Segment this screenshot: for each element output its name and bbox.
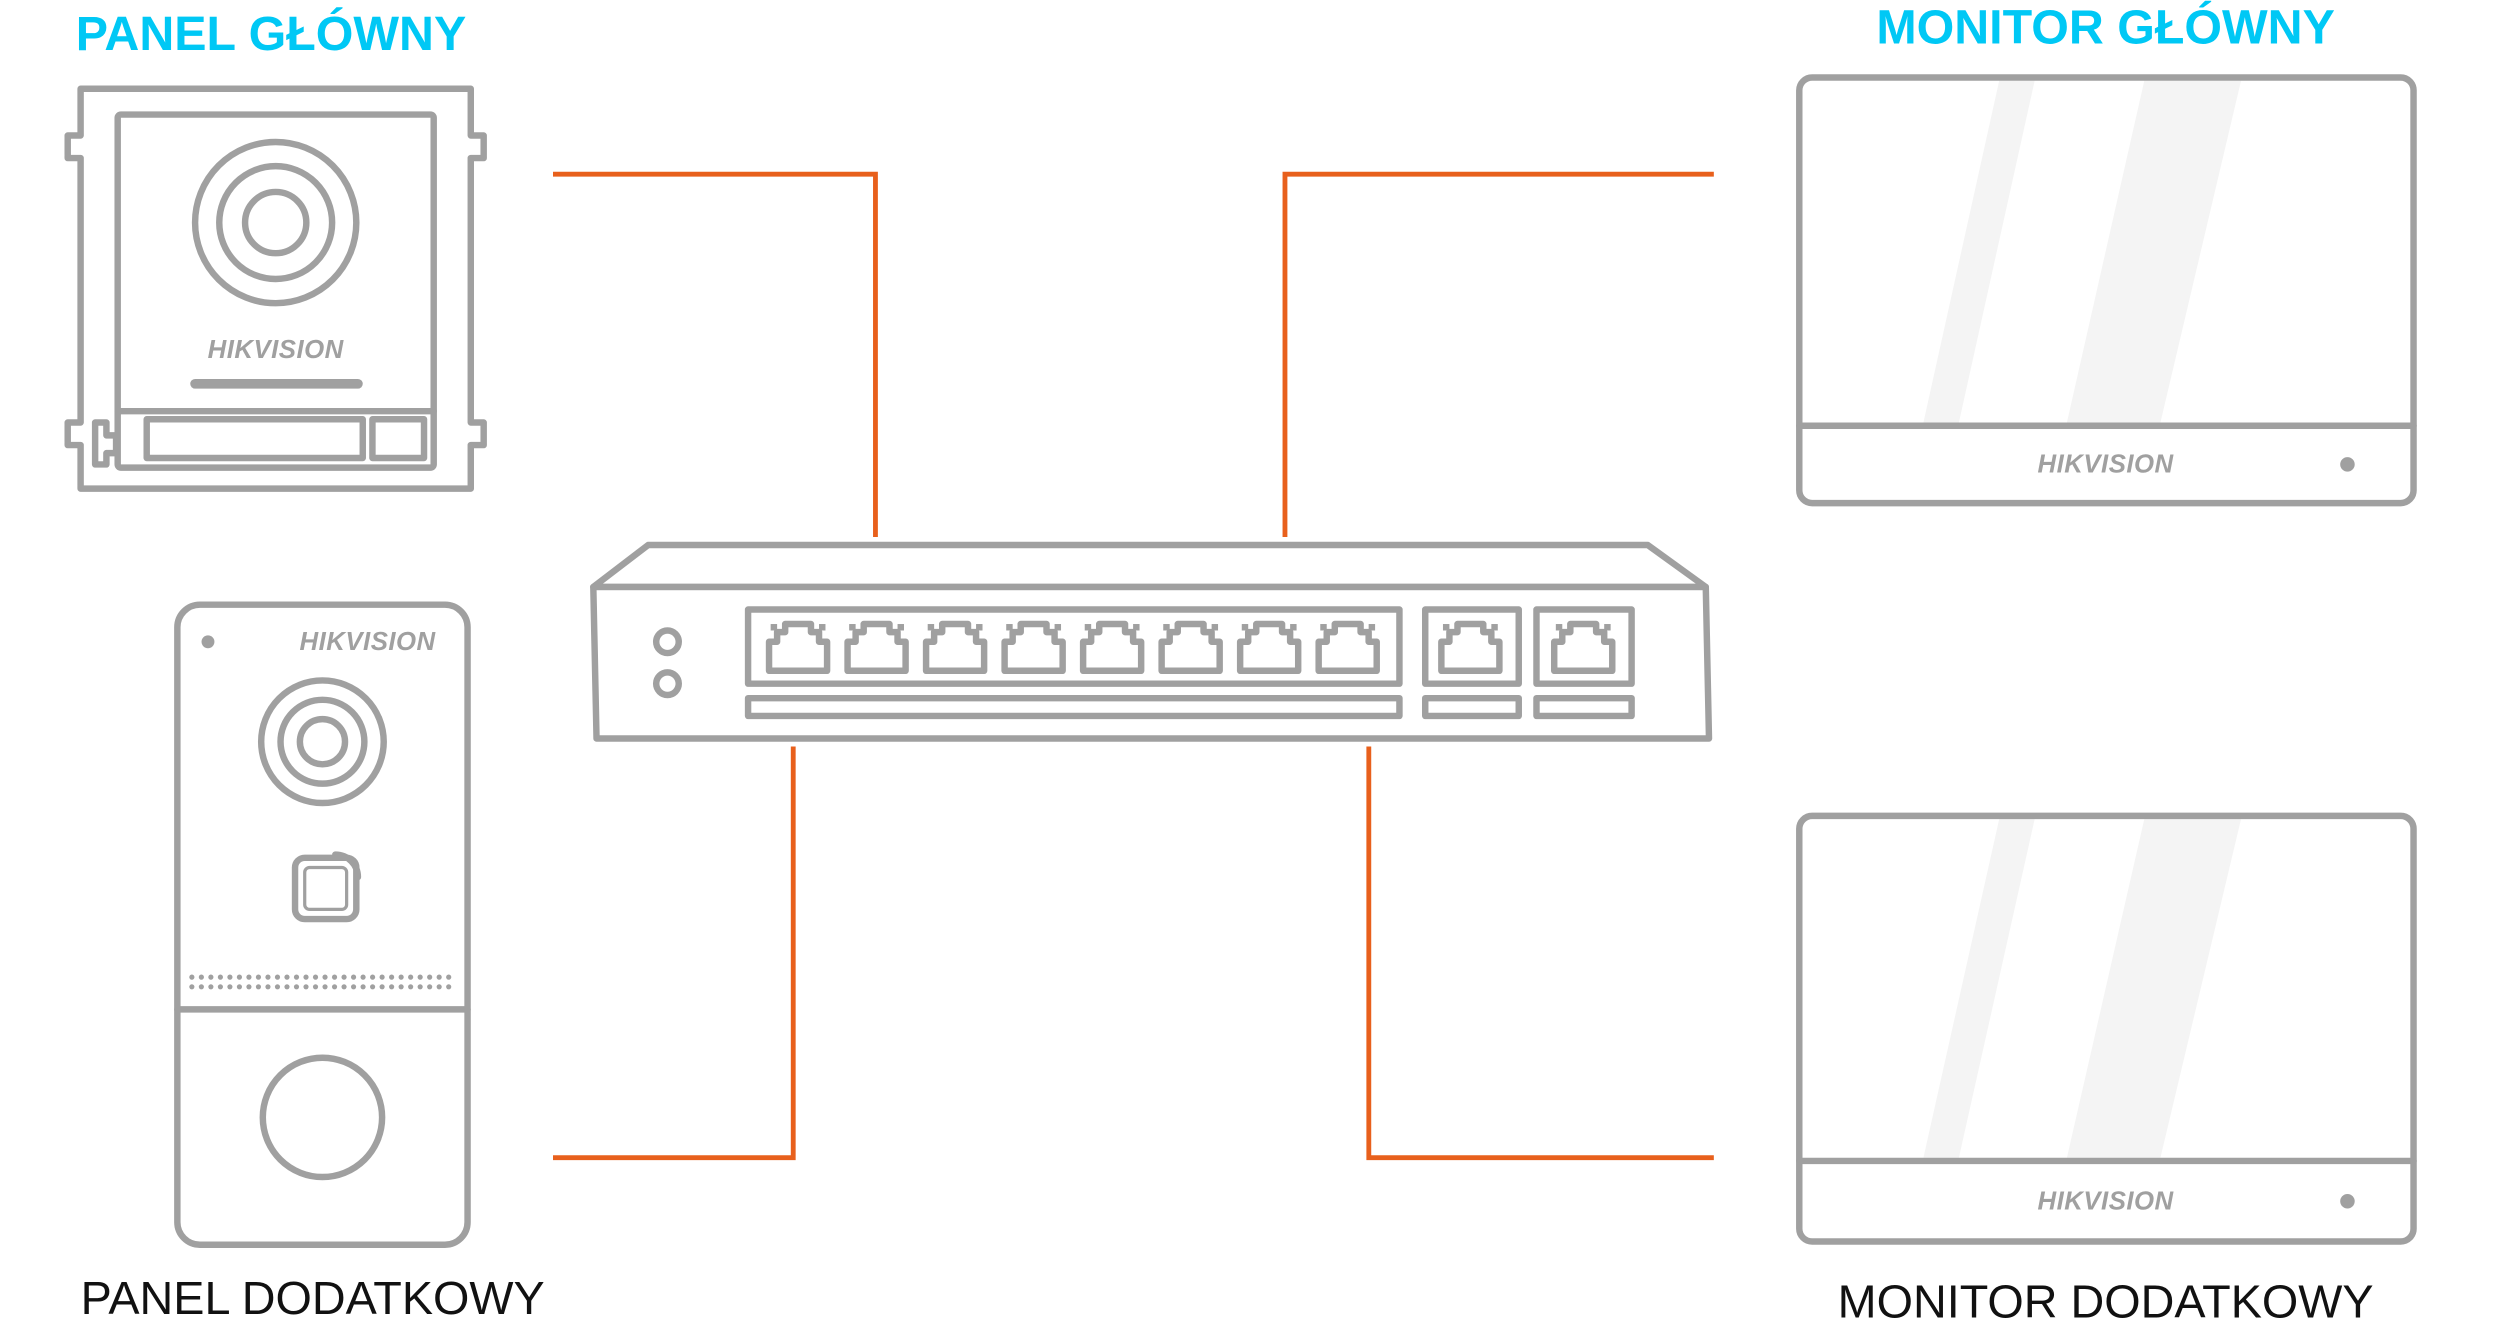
- main-monitor-label: MONITOR GŁÓWNY: [1876, 0, 2335, 55]
- led-indicator: [652, 669, 682, 699]
- speaker-hole: [236, 974, 242, 980]
- speaker-hole: [379, 974, 385, 980]
- uplink-port: [1438, 620, 1503, 675]
- extra-monitor: HIKVISION: [1796, 812, 2417, 1245]
- camera-icon: [257, 677, 387, 807]
- speaker-hole: [312, 984, 319, 990]
- speaker-grille: [189, 974, 452, 990]
- extra-door-panel: HIKVISION: [174, 601, 471, 1248]
- speaker-hole: [236, 984, 242, 990]
- speaker-hole: [370, 984, 376, 990]
- speaker-hole: [198, 984, 204, 990]
- ethernet-port: [922, 620, 988, 675]
- speaker-hole: [446, 984, 452, 990]
- speaker-hole: [322, 984, 328, 990]
- call-button: [259, 1054, 386, 1181]
- speaker-hole: [350, 974, 357, 980]
- speaker-hole: [389, 984, 395, 990]
- camera-icon: [191, 138, 360, 307]
- ethernet-port: [1079, 620, 1145, 675]
- cable-extra-panel: [553, 746, 796, 1161]
- main-door-panel: HIKVISION: [64, 85, 487, 492]
- speaker-hole: [293, 974, 300, 980]
- uplink-port: [1550, 620, 1616, 675]
- cable-extra-monitor: [1366, 746, 1714, 1161]
- speaker-hole: [284, 974, 290, 980]
- speaker-hole: [189, 974, 195, 980]
- speaker-hole: [389, 974, 395, 980]
- cables: [553, 171, 1714, 1161]
- speaker-hole: [246, 984, 252, 990]
- cable-main-monitor: [1282, 171, 1714, 537]
- ethernet-port: [1236, 620, 1302, 675]
- call-button: [369, 416, 428, 462]
- speaker-hole: [217, 984, 223, 990]
- speaker-hole: [427, 984, 433, 990]
- speaker-hole: [208, 974, 214, 980]
- cable-main-panel: [553, 171, 878, 537]
- speaker-hole: [427, 974, 433, 980]
- ethernet-port: [765, 620, 831, 675]
- speaker-hole: [331, 974, 338, 980]
- speaker-hole: [398, 984, 404, 990]
- speaker-hole: [341, 984, 347, 990]
- speaker-hole: [417, 984, 423, 990]
- speaker-hole: [274, 984, 281, 990]
- brand-logo: HIKVISION: [2038, 1187, 2175, 1215]
- main-panel-label: PANEL GŁÓWNY: [76, 6, 466, 61]
- speaker-hole: [265, 984, 271, 990]
- speaker-hole: [446, 974, 452, 980]
- speaker-hole: [227, 974, 233, 980]
- speaker-hole: [417, 974, 423, 980]
- speaker-hole: [398, 974, 404, 980]
- speaker-hole: [341, 974, 347, 980]
- speaker-hole: [208, 984, 214, 990]
- speaker-hole: [312, 974, 319, 980]
- speaker-hole: [370, 974, 376, 980]
- speaker-hole: [436, 974, 442, 980]
- speaker-hole: [379, 984, 385, 990]
- extra-monitor-label: MONITOR DODATKOWY: [1838, 1275, 2374, 1319]
- ethernet-port: [844, 620, 909, 675]
- speaker-hole: [408, 974, 414, 980]
- speaker-hole: [350, 984, 357, 990]
- power-led: [2340, 1193, 2355, 1209]
- speaker-hole: [303, 984, 309, 990]
- ethernet-port: [1001, 620, 1066, 675]
- led-indicator: [652, 627, 682, 657]
- brand-logo: HIKVISION: [300, 628, 437, 656]
- speaker-hole: [246, 974, 252, 980]
- ethernet-port: [1158, 620, 1223, 675]
- speaker-hole: [408, 984, 414, 990]
- speaker-hole: [255, 984, 262, 990]
- speaker-hole: [227, 984, 233, 990]
- brand-logo: HIKVISION: [208, 336, 345, 364]
- speaker-hole: [217, 974, 223, 980]
- speaker-hole: [265, 974, 271, 980]
- speaker-hole: [331, 984, 338, 990]
- ethernet-port: [1315, 620, 1380, 675]
- speaker-hole: [360, 974, 366, 980]
- speaker-hole: [360, 984, 366, 990]
- power-led: [2340, 457, 2355, 472]
- speaker-hole: [274, 974, 281, 980]
- main-monitor: HIKVISION: [1796, 74, 2417, 507]
- card-reader-icon: [291, 851, 362, 923]
- speaker-hole: [284, 984, 290, 990]
- name-plate: [143, 416, 366, 462]
- extra-panel-label: PANEL DODATKOWY: [81, 1272, 545, 1319]
- speaker-hole: [189, 984, 195, 990]
- speaker-hole: [322, 974, 328, 980]
- speaker-hole: [436, 984, 442, 990]
- speaker-hole: [255, 974, 262, 980]
- speaker-hole: [293, 984, 300, 990]
- brand-logo: HIKVISION: [2038, 450, 2175, 478]
- speaker-hole: [198, 974, 204, 980]
- poe-switch: [590, 541, 1713, 742]
- speaker-hole: [303, 974, 309, 980]
